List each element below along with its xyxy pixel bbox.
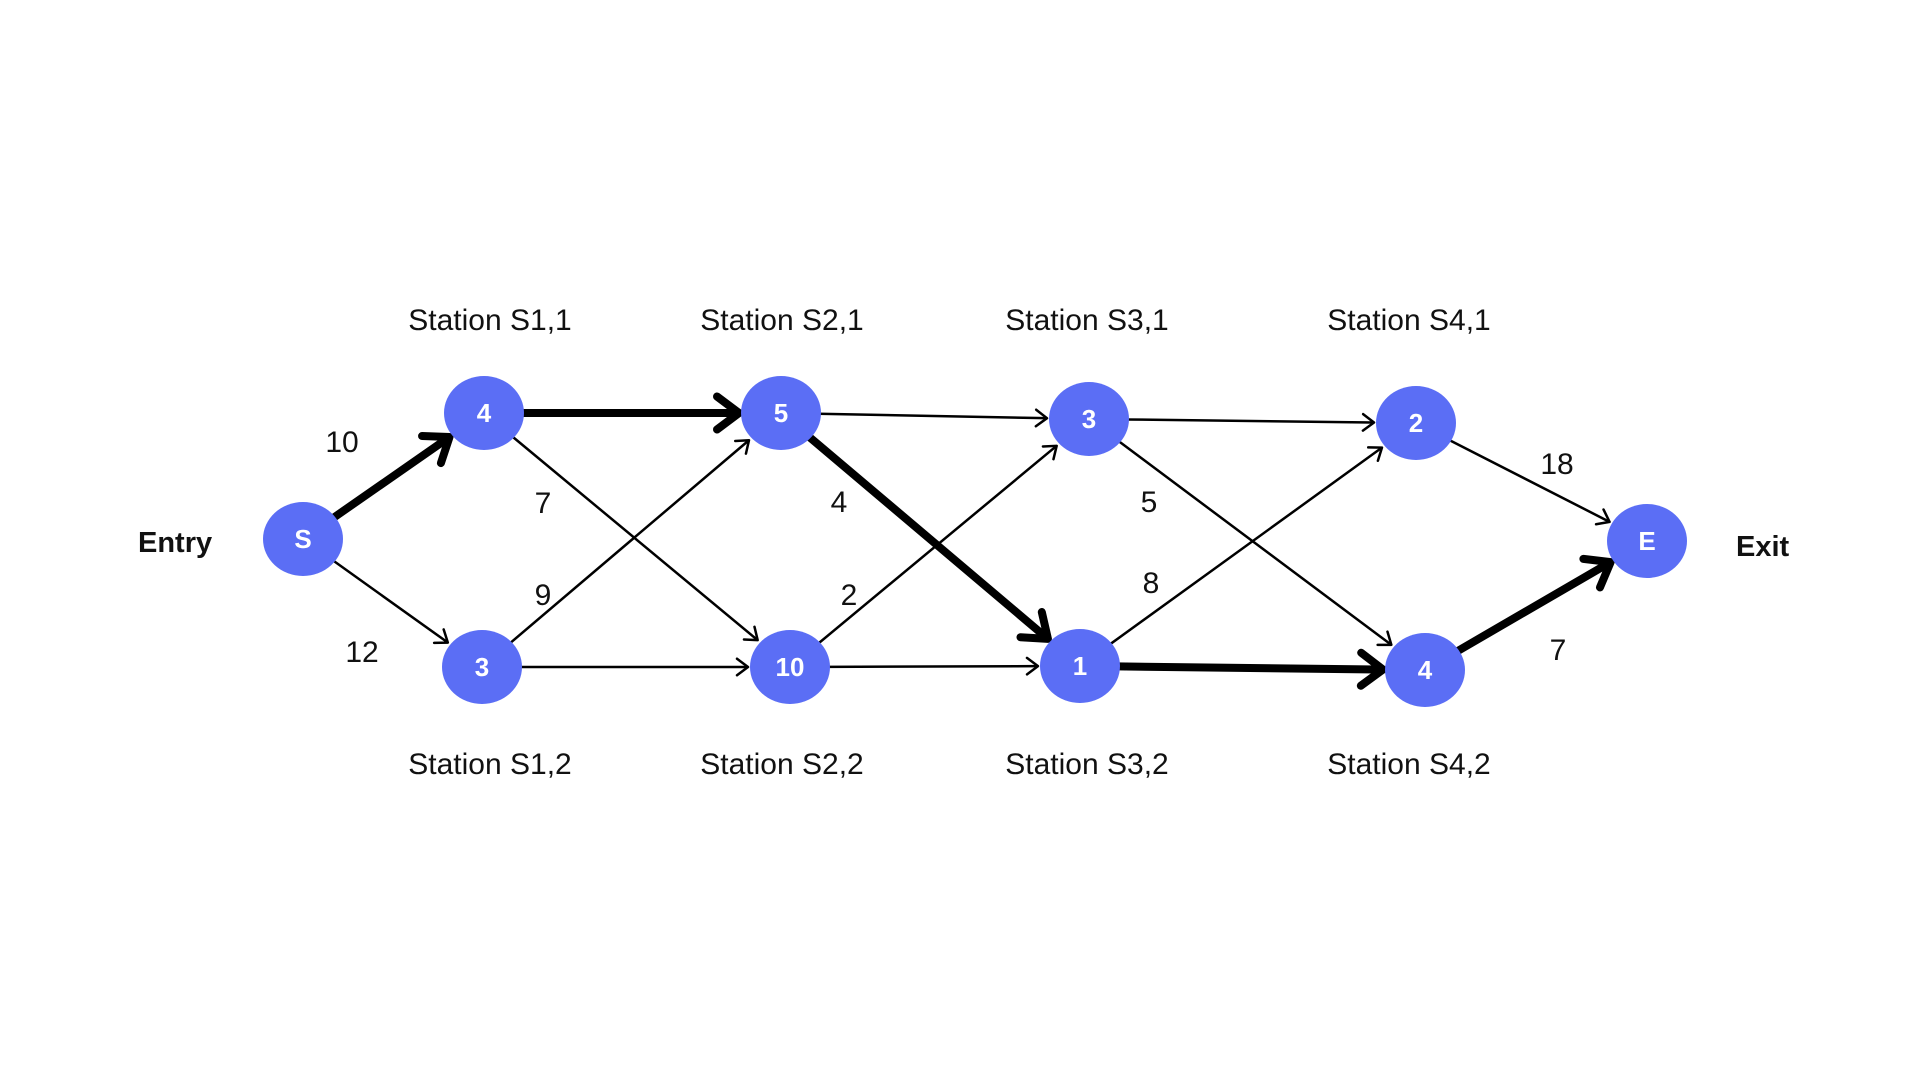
node-S41: 2: [1376, 386, 1456, 460]
edge-line: [1112, 662, 1382, 674]
node-label: 5: [774, 398, 788, 428]
edge-S-S11: [329, 432, 454, 522]
station-label-S12: Station S1,2: [408, 748, 571, 781]
arrowhead: [1361, 412, 1376, 432]
edge-line: [1447, 438, 1610, 523]
edge-S12-S21: [508, 438, 751, 645]
edge-line: [1452, 561, 1610, 656]
arrowhead: [1594, 508, 1611, 526]
arrowhead: [734, 438, 751, 455]
station-label-S11: Station S1,1: [408, 304, 571, 337]
edge-line: [825, 664, 1038, 669]
node-S42: 4: [1385, 633, 1465, 707]
node-circle: [1376, 386, 1456, 460]
station-label-S21: Station S2,1: [700, 304, 863, 337]
node-label: 10: [776, 652, 805, 682]
arrowhead: [735, 657, 750, 677]
edges-layer: [329, 392, 1615, 690]
node-circle: [1040, 629, 1120, 703]
edge-S21-S32: [805, 432, 1052, 643]
node-circle: [1049, 382, 1129, 456]
node-S22: 10: [750, 630, 830, 704]
edge-line: [1108, 447, 1382, 646]
edge-S12-S22: [517, 657, 750, 677]
station-label-S42: Station S4,2: [1327, 748, 1490, 781]
arrowhead: [1376, 630, 1393, 647]
arrowhead: [1366, 446, 1384, 462]
edge-S41-E: [1447, 438, 1611, 526]
edge-S22-S31: [817, 444, 1058, 645]
edge-line: [805, 432, 1048, 639]
edge-S32-S41: [1108, 446, 1384, 646]
edge-weight-S11-S22: 7: [535, 487, 552, 520]
edge-S31-S42: [1117, 439, 1393, 647]
weights-layer: 10 12 7 9 4 2 5 8 18 7: [325, 426, 1573, 669]
edge-weight-S-S11: 10: [325, 426, 358, 459]
arrowhead: [432, 628, 450, 645]
arrowhead: [1016, 608, 1052, 643]
edge-line: [331, 559, 448, 643]
node-S32: 1: [1040, 629, 1120, 703]
node-S31: 3: [1049, 382, 1129, 456]
arrowhead: [1356, 648, 1388, 690]
node-S21: 5: [741, 376, 821, 450]
node-circle: [442, 630, 522, 704]
arrowhead: [418, 432, 454, 468]
node-label: E: [1638, 526, 1655, 556]
edge-weight-S31-S42: 5: [1141, 486, 1158, 519]
edge-line: [817, 445, 1057, 645]
entry-label: Entry: [138, 527, 212, 559]
station-label-S31: Station S3,1: [1005, 304, 1168, 337]
edge-S22-S32: [825, 656, 1040, 676]
edge-S32-S42: [1112, 648, 1388, 690]
edge-S-S12: [331, 559, 450, 645]
arrowhead: [1034, 408, 1049, 428]
edge-S11-S21: [517, 392, 743, 434]
arrowhead: [1579, 554, 1615, 592]
edge-weight-S32-S41: 8: [1143, 567, 1160, 600]
edge-weight-S42-E: 7: [1550, 634, 1567, 667]
node-circle: [1385, 633, 1465, 707]
node-label: 2: [1409, 408, 1423, 438]
station-label-S22: Station S2,2: [700, 748, 863, 781]
edge-weight-S22-S31: 2: [841, 579, 858, 612]
exit-label: Exit: [1736, 531, 1790, 563]
arrowhead: [1041, 444, 1058, 461]
station-label-S41: Station S4,1: [1327, 304, 1490, 337]
node-circle: [1607, 504, 1687, 578]
node-circle: [444, 376, 524, 450]
edge-line: [816, 412, 1047, 420]
edge-S21-S31: [816, 408, 1049, 428]
edge-weight-S21-S32: 4: [831, 486, 848, 519]
edge-line: [508, 440, 749, 645]
edge-line: [1124, 418, 1374, 424]
node-circle: [741, 376, 821, 450]
node-S: S: [263, 502, 343, 576]
node-circle: [750, 630, 830, 704]
node-label: 3: [475, 652, 489, 682]
edge-line: [1117, 439, 1391, 645]
arrowhead: [742, 625, 759, 642]
edge-weight-S12-S21: 9: [535, 579, 552, 612]
arrowhead: [1025, 656, 1040, 676]
edge-weight-S-S12: 12: [345, 636, 378, 669]
node-label: S: [294, 524, 311, 554]
node-S12: 3: [442, 630, 522, 704]
node-E: E: [1607, 504, 1687, 578]
node-label: 3: [1082, 404, 1096, 434]
edge-line: [329, 436, 449, 522]
node-circle: [263, 502, 343, 576]
node-label: 1: [1073, 651, 1087, 681]
edge-weight-S41-E: 18: [1540, 448, 1573, 481]
arrowhead: [713, 392, 743, 434]
node-label: 4: [477, 398, 492, 428]
edge-S42-E: [1452, 554, 1615, 656]
node-S11: 4: [444, 376, 524, 450]
edge-S31-S41: [1124, 412, 1376, 432]
node-label: 4: [1418, 655, 1433, 685]
station-label-S32: Station S3,2: [1005, 748, 1168, 781]
